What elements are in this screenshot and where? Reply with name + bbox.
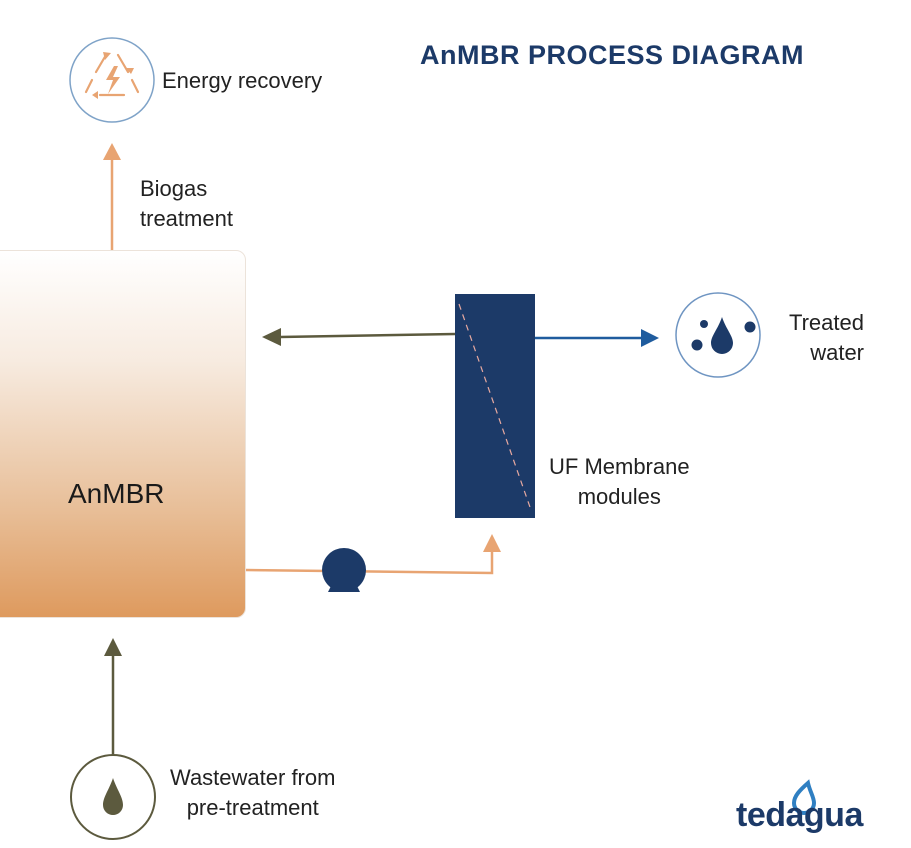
membrane-label-line2: modules — [577, 484, 661, 509]
treated-label-line2: water — [810, 340, 864, 365]
treated-label-line1: Treated — [788, 310, 864, 335]
treated-water-arrow — [535, 329, 659, 347]
uf-membrane-module — [455, 294, 535, 518]
biogas-flow-arrow — [103, 143, 121, 250]
diagram-title: AnMBR PROCESS DIAGRAM — [420, 40, 805, 70]
anmbr-tank-label: AnMBR — [68, 478, 165, 509]
treated-water-label: Treated water — [770, 308, 864, 368]
water-drops-icon — [675, 292, 761, 378]
pump-icon — [322, 548, 366, 592]
biogas-label-line2: treatment — [140, 206, 233, 231]
membrane-diagonal — [458, 303, 532, 511]
feed-line — [245, 534, 501, 575]
tedagua-logo-mark — [791, 779, 817, 815]
biogas-label-line1: Biogas — [140, 176, 208, 201]
recirculation-arrow — [262, 328, 456, 346]
water-drop-icon — [70, 754, 156, 840]
wastewater-label-line1: Wastewater from — [170, 765, 336, 790]
uf-membrane-label: UF Membrane modules — [549, 452, 690, 512]
wastewater-inlet-arrow — [104, 638, 122, 755]
biogas-treatment-label: Biogas treatment — [140, 174, 233, 234]
wastewater-label: Wastewater from pre-treatment — [170, 763, 335, 823]
membrane-label-line1: UF Membrane — [549, 454, 690, 479]
recycle-energy-icon — [69, 37, 155, 123]
tedagua-logo-text: tedagua — [736, 796, 863, 834]
energy-recovery-label: Energy recovery — [162, 68, 323, 93]
anmbr-tank — [0, 250, 246, 618]
wastewater-label-line2: pre-treatment — [186, 795, 319, 820]
